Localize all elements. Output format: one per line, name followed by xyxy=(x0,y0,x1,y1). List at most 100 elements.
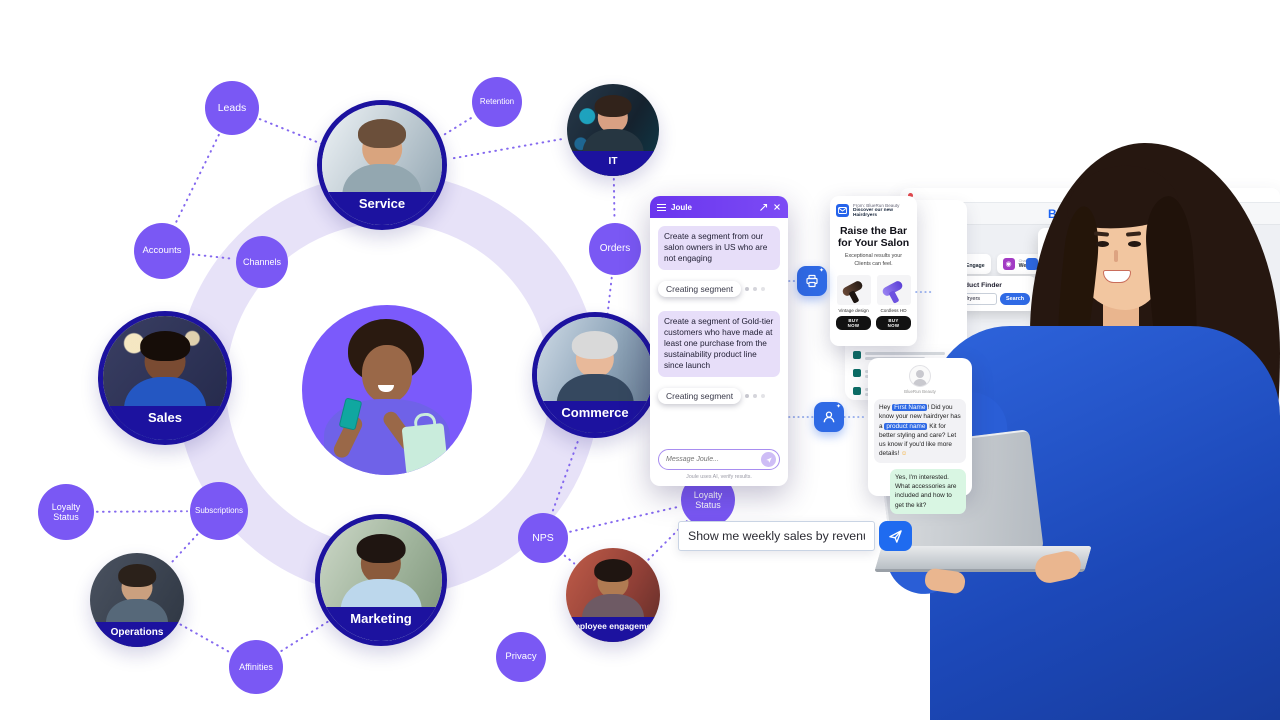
edge-service-retention xyxy=(443,115,475,136)
automation-icon xyxy=(1020,349,1029,359)
node-operations: Operations xyxy=(90,553,184,647)
hairdryer-image xyxy=(836,274,871,305)
node-retention: Retention xyxy=(472,77,522,127)
typing-dot xyxy=(753,286,758,291)
edge-leads-accounts xyxy=(174,133,220,225)
edge-commerce-nps xyxy=(551,441,579,513)
status-chip: Creating segment xyxy=(658,387,742,404)
email-campaign-card: From: BlueRun Beauty Discover our new Ha… xyxy=(830,196,917,346)
email-subject: Discover our new Hairdryers xyxy=(853,208,893,218)
filter-option[interactable]: FR xyxy=(1043,326,1091,333)
node-affinities: Affinities xyxy=(229,640,283,694)
node-service: Service xyxy=(317,100,447,230)
user-message-bubble: Create a segment of Gold-tier customers … xyxy=(658,310,780,377)
buy-now-button[interactable]: BUY NOW xyxy=(876,315,911,330)
typing-dot xyxy=(761,393,766,398)
filter-option-label: DE xyxy=(1053,285,1063,293)
typing-dot xyxy=(745,286,750,291)
node-label: Leads xyxy=(217,101,247,114)
node-subscriptions: Subscriptions xyxy=(190,482,248,540)
edge-orders-commerce xyxy=(606,276,613,316)
edge-accounts-channels xyxy=(191,253,235,260)
product-name: Vintage design xyxy=(838,307,869,313)
typing-dot xyxy=(745,393,750,398)
email-from: From: BlueRun Beauty xyxy=(853,203,900,208)
node-label: Service xyxy=(358,196,406,211)
checkbox-icon[interactable] xyxy=(1043,345,1050,353)
filter-option[interactable]: BR xyxy=(1043,346,1091,353)
filter-search-input[interactable] xyxy=(1043,240,1091,253)
filter-options: US DE EU FR BR xyxy=(1043,266,1091,353)
node-it: IT xyxy=(567,84,659,176)
node-channels: Channels xyxy=(236,236,288,288)
filter-option[interactable]: US xyxy=(1043,266,1091,273)
recent-row xyxy=(1020,406,1170,416)
node-nps: NPS xyxy=(518,513,568,563)
business-area-heading: Business Area xyxy=(1048,207,1131,221)
edge-it-orders xyxy=(612,177,616,222)
automation-icon xyxy=(1020,406,1029,416)
node-label: Channels xyxy=(242,256,282,267)
node-label: Marketing xyxy=(350,611,412,627)
content-icon xyxy=(853,387,861,395)
joule-input-row xyxy=(658,449,780,470)
close-icon[interactable] xyxy=(773,203,781,211)
edge-leads-service xyxy=(258,118,325,146)
expand-icon[interactable] xyxy=(759,203,768,212)
checkbox-icon[interactable] xyxy=(1043,305,1050,313)
checkbox-icon[interactable] xyxy=(1043,285,1050,293)
checkbox-icon[interactable] xyxy=(1043,265,1050,273)
node-label: Employee engagement xyxy=(566,620,660,631)
edge-service-it xyxy=(452,137,566,160)
node-privacy: Privacy xyxy=(496,632,546,682)
incoming-message-bubble: Hey First Name! Did you know your new ha… xyxy=(874,399,966,463)
hairdryer-image xyxy=(876,274,911,305)
buy-now-button[interactable]: BUY NOW xyxy=(836,315,871,330)
reply-message-bubble: Yes, I'm interested. What accessories ar… xyxy=(890,468,966,514)
joule-assistant-panel: Joule Create a segment from our salon ow… xyxy=(650,196,788,486)
merge-tag: First Name xyxy=(892,404,928,411)
joule-title: Joule xyxy=(671,202,692,212)
edge-operations-affinities xyxy=(179,623,231,654)
joule-send-icon[interactable] xyxy=(761,452,776,467)
woman-hand xyxy=(923,567,967,595)
print-campaign-icon xyxy=(797,266,827,296)
node-label: Loyalty Status xyxy=(51,501,81,522)
filter-option[interactable]: DE xyxy=(1043,286,1091,293)
node-label-band: Service xyxy=(322,192,442,225)
node-label: Operations xyxy=(110,626,164,638)
node-label-band: Employee engagement xyxy=(566,616,660,642)
user-message-bubble: Create a segment from our salon owners i… xyxy=(658,226,780,270)
node-label: Accounts xyxy=(142,244,182,256)
analytics-query-input[interactable] xyxy=(688,529,865,543)
sms-conversation-card: BlueRun Beauty Hey First Name! Did you k… xyxy=(868,358,972,514)
node-label-band: Sales xyxy=(103,405,227,440)
merge-tag: product name xyxy=(884,422,928,430)
joule-message-input[interactable] xyxy=(666,456,757,463)
node-label: Privacy xyxy=(505,650,537,662)
email-subtext: Exceptional results your Clients can fee… xyxy=(844,253,903,267)
finder-title: AI Product Finder xyxy=(944,281,1002,289)
node-orders: Orders xyxy=(589,223,641,275)
channel-chip-partial-icon xyxy=(1026,258,1038,270)
node-loyalty_left: Loyalty Status xyxy=(38,484,94,540)
filter-option[interactable]: EU xyxy=(1043,306,1091,313)
brand-avatar xyxy=(909,365,931,387)
finder-search-button[interactable]: Search xyxy=(1000,293,1030,305)
menu-icon[interactable] xyxy=(657,203,666,211)
edge-nps-loyalty_right xyxy=(569,505,680,533)
node-label: Affinities xyxy=(239,661,273,672)
status-row: Creating segment xyxy=(658,280,780,297)
brand-name: BlueRun Beauty xyxy=(904,389,936,394)
node-sales: Sales xyxy=(98,311,232,445)
edge-loyalty_left-subscriptions xyxy=(95,510,189,513)
message-text: Hey xyxy=(879,404,893,411)
woman-hand xyxy=(1032,548,1084,586)
automation-icon xyxy=(1020,368,1029,378)
content-icon xyxy=(853,369,861,377)
envelope-icon xyxy=(836,204,849,217)
query-send-button[interactable] xyxy=(879,521,912,551)
checkbox-icon[interactable] xyxy=(1043,325,1050,333)
